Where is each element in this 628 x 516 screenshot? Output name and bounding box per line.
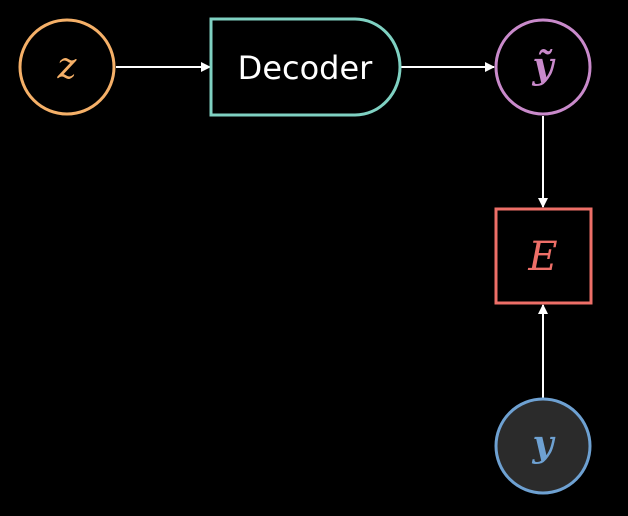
node-y-label: y bbox=[532, 423, 556, 465]
node-energy: E bbox=[494, 207, 593, 305]
node-y-tilde: ỹ bbox=[494, 18, 592, 116]
node-y-tilde-circle bbox=[494, 18, 592, 116]
node-z-circle bbox=[18, 18, 116, 116]
node-y: y bbox=[494, 397, 592, 495]
node-energy-label: E bbox=[527, 234, 557, 280]
node-decoder-shape bbox=[209, 17, 402, 117]
node-z-label: z bbox=[57, 46, 78, 87]
node-y-circle bbox=[494, 397, 592, 495]
node-y-tilde-label: ỹ bbox=[532, 45, 556, 87]
node-z: z bbox=[18, 18, 116, 116]
node-decoder-label: Decoder bbox=[238, 49, 374, 87]
node-energy-box bbox=[494, 207, 593, 305]
node-decoder: Decoder bbox=[209, 17, 402, 117]
